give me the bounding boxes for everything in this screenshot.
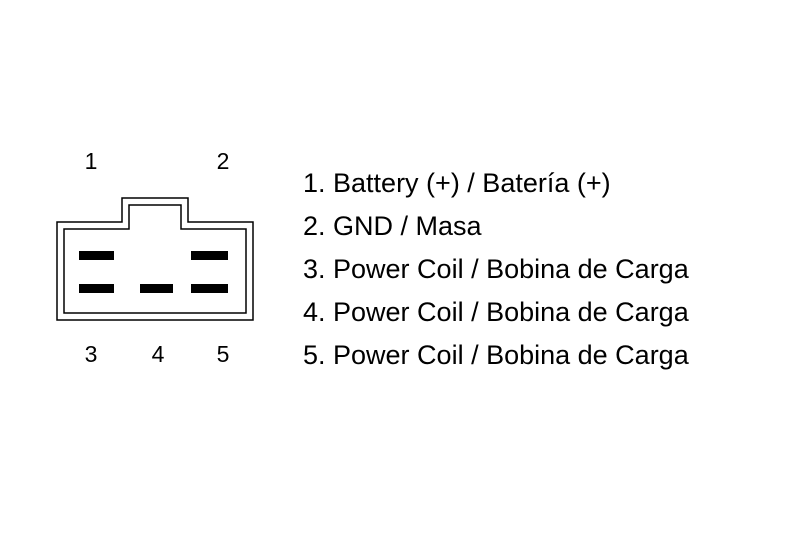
legend-item-2: 2. GND / Masa: [303, 211, 482, 241]
legend-item-5: 5. Power Coil / Bobina de Carga: [303, 340, 689, 370]
pin-terminal-1: [79, 251, 114, 260]
pin-terminal-3: [79, 284, 114, 293]
pin-terminal-2: [191, 251, 228, 260]
legend-item-3: 3. Power Coil / Bobina de Carga: [303, 254, 689, 284]
connector-inner-outline: [63, 204, 247, 314]
pin-label-3: 3: [85, 341, 98, 367]
pin-terminal-5: [191, 284, 228, 293]
pin-terminal-4: [140, 284, 173, 293]
pin-label-4: 4: [152, 341, 165, 367]
pin-label-2: 2: [217, 148, 230, 174]
pin-legend: 1. Battery (+) / Batería (+) 2. GND / Ma…: [303, 162, 689, 377]
pin-label-1: 1: [85, 148, 98, 174]
pin-label-5: 5: [217, 341, 230, 367]
legend-item-1: 1. Battery (+) / Batería (+): [303, 168, 611, 198]
legend-item-4: 4. Power Coil / Bobina de Carga: [303, 297, 689, 327]
